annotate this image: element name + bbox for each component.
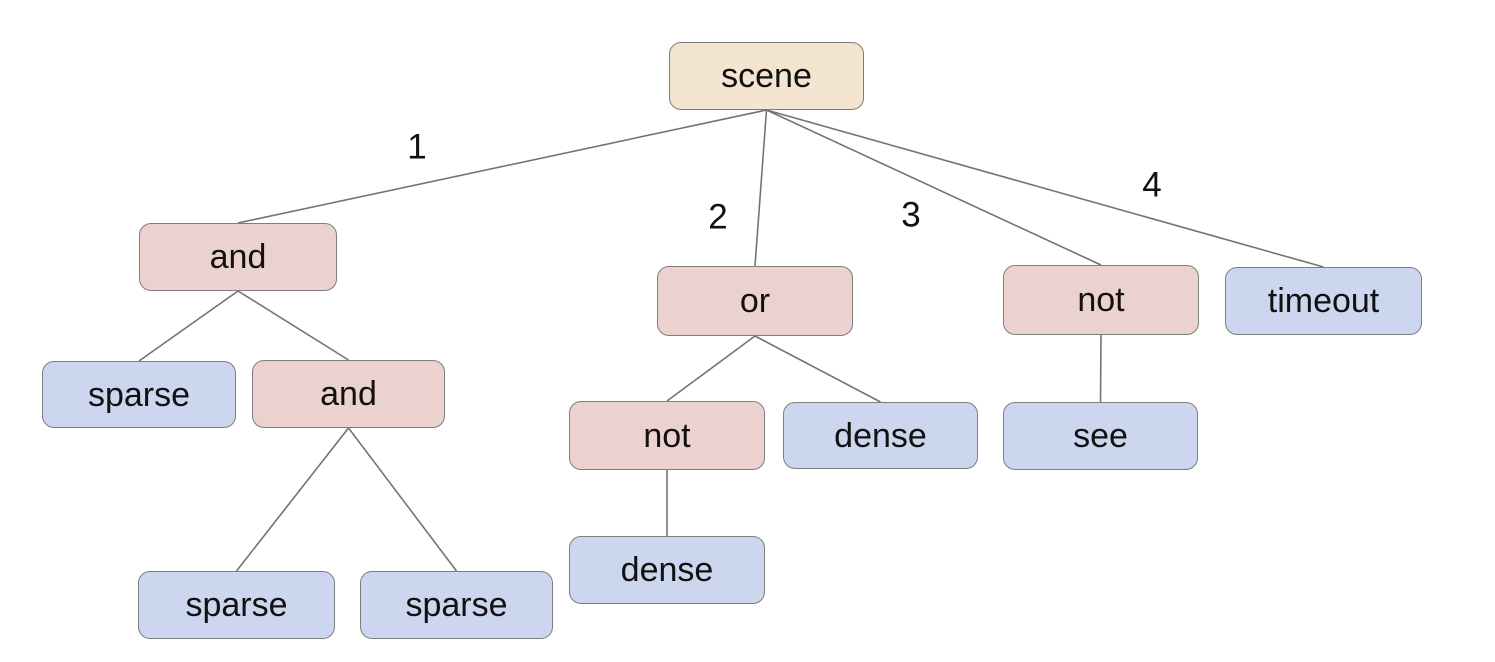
tree-edge-scene-timeout1 (766, 109, 1324, 268)
tree-edge-scene-or1 (754, 109, 768, 267)
edge-label-1: 1 (407, 127, 427, 167)
tree-edge-and2-sparse3 (347, 427, 458, 572)
tree-edge-and2-sparse2 (235, 427, 350, 572)
tree-node-scene: scene (669, 42, 864, 110)
tree-node-sparse2: sparse (138, 571, 335, 639)
tree-node-and1: and (139, 223, 337, 291)
edge-label-2: 2 (708, 197, 728, 237)
tree-edge-not1-see1 (1099, 334, 1102, 403)
tree-node-see1: see (1003, 402, 1198, 470)
edge-label-4: 4 (1142, 165, 1162, 205)
tree-node-sparse3: sparse (360, 571, 553, 639)
tree-node-or1: or (657, 266, 853, 336)
tree-node-timeout1: timeout (1225, 267, 1422, 335)
tree-edge-and1-and2 (237, 290, 349, 361)
edge-label-3: 3 (901, 195, 921, 235)
tree-edge-or1-dense1 (754, 335, 881, 403)
tree-node-dense1: dense (783, 402, 978, 469)
tree-edge-scene-and1 (237, 109, 767, 224)
tree-node-sparse1: sparse (42, 361, 236, 428)
tree-node-and2: and (252, 360, 445, 428)
tree-edge-scene-not1 (766, 109, 1102, 266)
tree-node-not1: not (1003, 265, 1199, 335)
tree-edge-or1-not2 (666, 335, 756, 402)
tree-edge-and1-sparse1 (138, 290, 239, 362)
tree-node-not2: not (569, 401, 765, 470)
tree-node-dense2: dense (569, 536, 765, 604)
